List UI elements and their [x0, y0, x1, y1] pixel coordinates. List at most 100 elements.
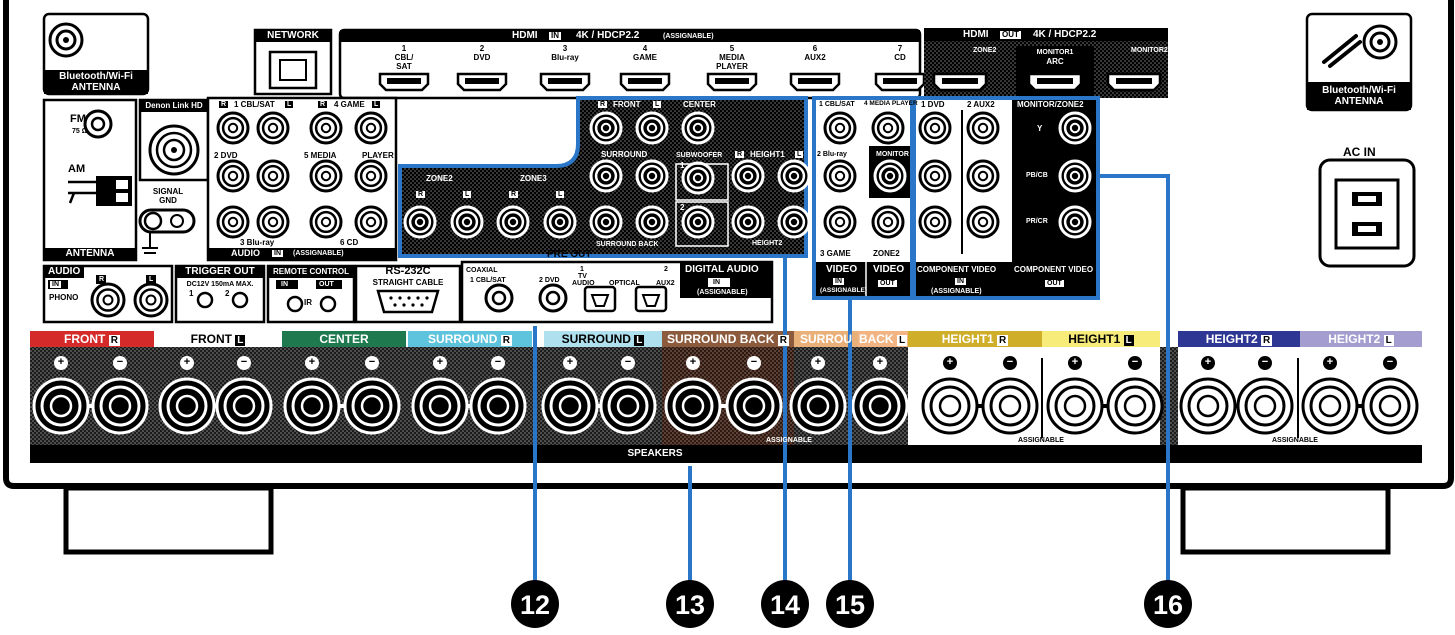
pre-out-jack-13[interactable] — [777, 205, 811, 239]
speaker-terminal-4-minus[interactable] — [469, 356, 527, 435]
plus-sign: + — [814, 356, 822, 368]
audio-in-jack-r2-c3[interactable] — [309, 159, 343, 193]
audio-in-jack-r3-c3[interactable] — [309, 205, 343, 239]
speaker-terminal-11-plus[interactable] — [1179, 356, 1237, 435]
speaker-terminal-10-plus[interactable] — [1046, 356, 1104, 435]
speaker-terminal-5-plus[interactable] — [541, 356, 599, 435]
component-in-jack-1[interactable] — [918, 111, 952, 145]
hdmi-out-monitor2-port[interactable] — [1106, 72, 1162, 92]
audio-in-jack-r2-c4[interactable] — [354, 159, 388, 193]
hdmi-in-port-2[interactable] — [456, 72, 508, 92]
pre-out-jack-3[interactable] — [681, 111, 715, 145]
audio-in-player: PLAYER — [362, 151, 394, 160]
coax-2: 2 DVD — [539, 277, 560, 284]
preout-zone2: ZONE2 — [426, 174, 453, 183]
component-in-jack-3[interactable] — [918, 205, 952, 239]
component-in-jack-6[interactable] — [966, 205, 1000, 239]
speaker-terminal-3-plus[interactable] — [283, 356, 341, 435]
speaker-terminal-6-minus[interactable] — [725, 356, 783, 435]
pre-out-jack-9[interactable] — [589, 205, 623, 239]
video-monitor: MONITOR — [876, 151, 909, 158]
minus-sign: − — [240, 356, 248, 368]
pre-out-jack-6[interactable] — [681, 161, 715, 195]
pre-out-jack-11[interactable] — [681, 205, 715, 239]
component-monitor-zone2: MONITOR/ZONE2 — [1017, 100, 1084, 109]
video-in-assignable: (ASSIGNABLE) — [820, 287, 867, 294]
speaker-terminal-3-minus[interactable] — [343, 356, 401, 435]
video-monitor-out-jack[interactable] — [873, 159, 907, 193]
hdmi-in-badge: IN — [549, 31, 561, 40]
speaker-terminal-2-plus[interactable] — [158, 356, 216, 435]
component-out-jack-1[interactable] — [1058, 111, 1092, 145]
audio-in-jack-r3-c1[interactable] — [216, 205, 250, 239]
hdmi-in-port-7[interactable] — [874, 72, 926, 92]
callout-13: 13 — [666, 580, 714, 628]
hdmi-out-monitor1-port[interactable] — [1027, 72, 1083, 92]
video-ch1: 1 CBL/SAT — [819, 101, 855, 108]
pre-out-jack-1[interactable] — [589, 111, 623, 145]
speaker-terminal-8-plus[interactable] — [851, 356, 909, 435]
hdmi-in-port-6[interactable] — [789, 72, 841, 92]
pre-out-jack-12[interactable] — [731, 205, 765, 239]
audio-in-jack-r1-c3[interactable] — [309, 111, 343, 145]
audio-in-jack-r3-c2[interactable] — [256, 205, 290, 239]
speaker-terminal-1-minus[interactable] — [91, 356, 149, 435]
preout-surround-back: SURROUND BACK — [596, 241, 659, 248]
hdmi-in-port-4[interactable] — [619, 72, 671, 92]
pre-out-jacks — [403, 111, 811, 239]
pre-out-jack-10[interactable] — [635, 205, 669, 239]
speaker-terminal-10-minus[interactable] — [1106, 356, 1164, 435]
pre-out-jack-14[interactable] — [403, 205, 437, 239]
video-zone2-out-jack[interactable] — [871, 205, 905, 239]
phono-r-jack[interactable] — [90, 282, 126, 318]
preout-front-l: L — [653, 101, 662, 108]
component-out-jack-2[interactable] — [1058, 159, 1092, 193]
audio-in-jack-r2-c2[interactable] — [256, 159, 290, 193]
hdmi-in-port-name-1: CBL/ — [394, 53, 414, 62]
pre-out-jack-8[interactable] — [777, 159, 811, 193]
hdmi-in-port-3[interactable] — [539, 72, 591, 92]
pre-out-jack-2[interactable] — [635, 111, 669, 145]
pre-out-jack-17[interactable] — [543, 205, 577, 239]
audio-in-jack-r1-c2[interactable] — [256, 111, 290, 145]
polarity-mark — [1383, 356, 1397, 370]
speaker-terminal-9-plus[interactable] — [921, 356, 979, 435]
audio-in-jack-r1-c1[interactable] — [216, 111, 250, 145]
hdmi-in-port-5[interactable] — [706, 72, 758, 92]
video-jacks — [823, 111, 907, 239]
speaker-terminal-4-plus[interactable] — [411, 356, 469, 435]
component-in-badge: IN — [955, 278, 966, 285]
pre-out-jack-15[interactable] — [450, 205, 484, 239]
audio-in-assignable: (ASSIGNABLE) — [293, 250, 344, 257]
pre-out-jack-16[interactable] — [496, 205, 530, 239]
fm-label: FM — [70, 113, 86, 125]
component-out-jack-3[interactable] — [1058, 205, 1092, 239]
hdmi-in-spec: 4K / HDCP2.2 — [576, 30, 640, 41]
video-in-4-jack[interactable] — [871, 111, 905, 145]
speaker-assignable-2: ASSIGNABLE — [1018, 437, 1064, 444]
audio-in-jack-r1-c4[interactable] — [354, 111, 388, 145]
video-in-2-jack[interactable] — [823, 159, 857, 193]
pre-out-jack-5[interactable] — [635, 159, 669, 193]
audio-in-ch4: 4 GAME — [334, 100, 365, 109]
pre-out-jack-4[interactable] — [589, 159, 623, 193]
phono-l-jack[interactable] — [133, 282, 169, 318]
hdmi-out-zone2-port[interactable] — [932, 72, 988, 92]
speaker-terminal-12-plus[interactable] — [1301, 356, 1359, 435]
network-port — [253, 28, 333, 96]
component-in-jack-2[interactable] — [918, 159, 952, 193]
am-label: AM — [68, 163, 86, 175]
plus-sign: + — [1326, 356, 1334, 368]
hdmi-in-port-name-2: DVD — [473, 53, 491, 62]
video-in-1-jack[interactable] — [823, 111, 857, 145]
component-in-jack-5[interactable] — [966, 159, 1000, 193]
pre-out-jack-7[interactable] — [731, 159, 765, 193]
audio-in-jack-r3-c4[interactable] — [354, 205, 388, 239]
speaker-terminal-6-plus[interactable] — [664, 356, 722, 435]
hdmi-in-port-1[interactable] — [378, 72, 430, 92]
speaker-terminal-5-minus[interactable] — [599, 356, 657, 435]
component-in-jack-4[interactable] — [966, 111, 1000, 145]
speaker-terminal-7-plus[interactable] — [789, 356, 847, 435]
audio-in-jack-r2-c1[interactable] — [216, 159, 250, 193]
video-in-3-jack[interactable] — [823, 205, 857, 239]
